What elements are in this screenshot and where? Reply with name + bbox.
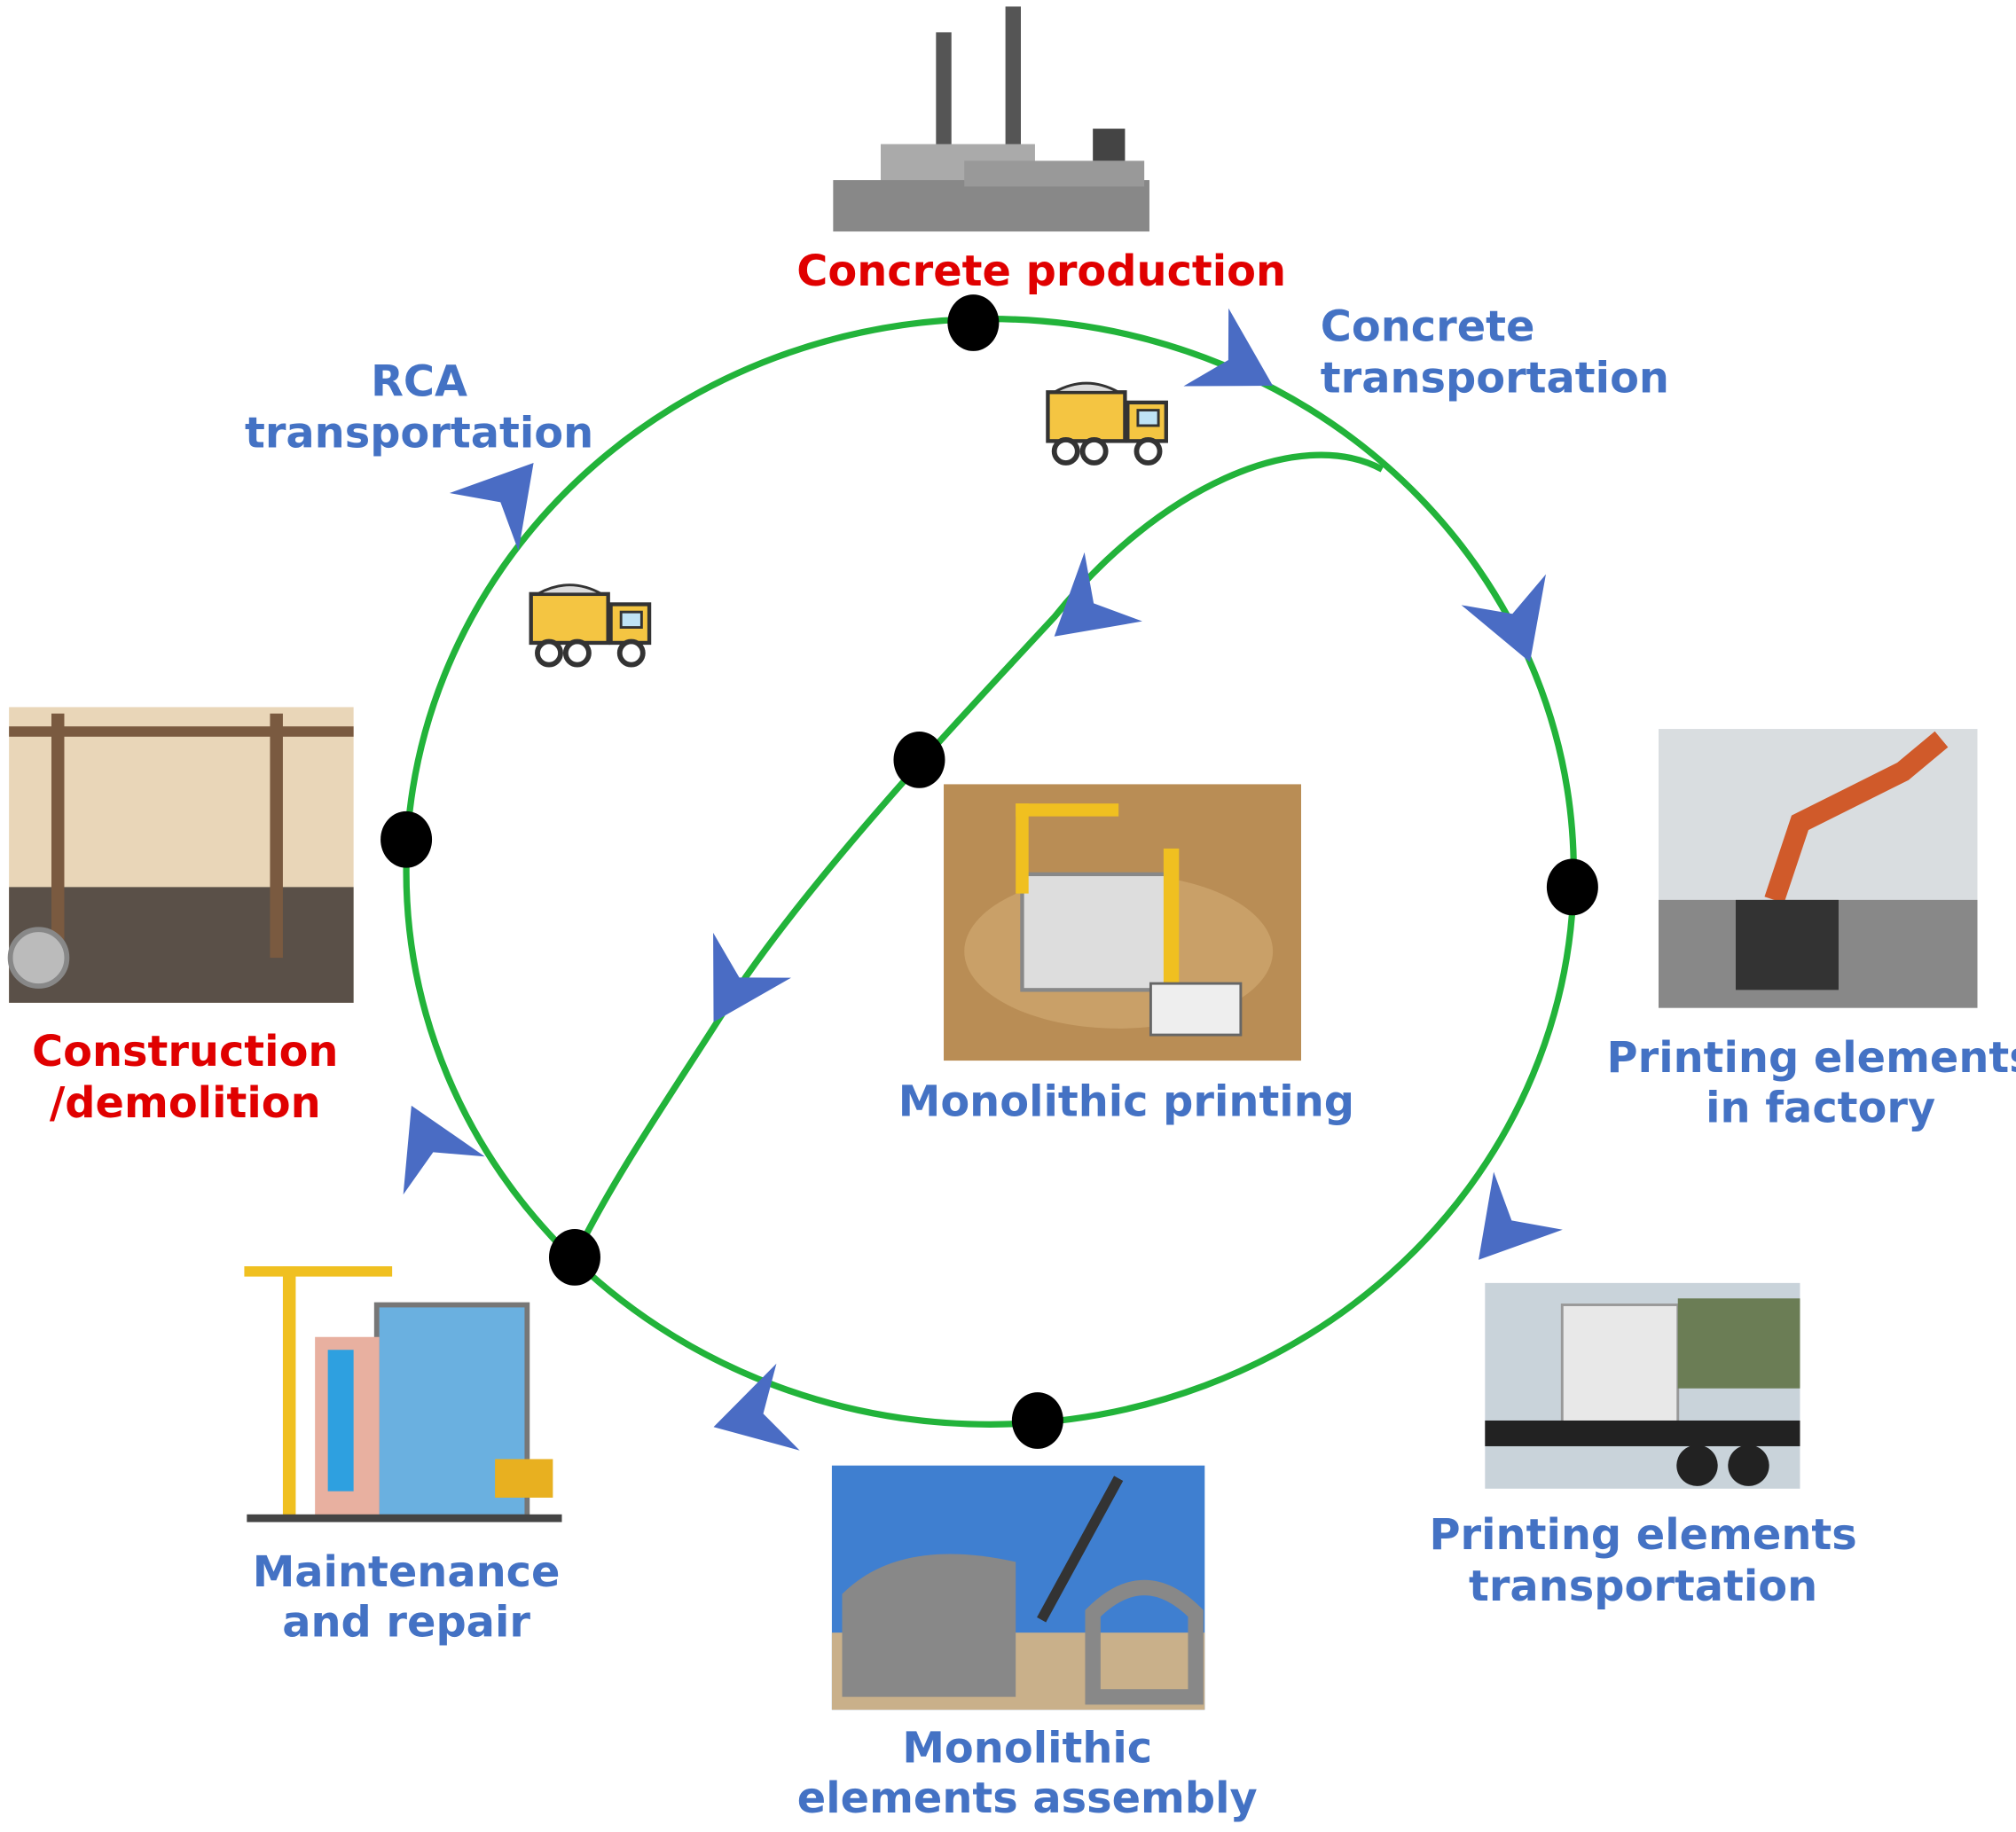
label-construction-1: Construction	[32, 1028, 339, 1076]
dump-truck-icon	[531, 585, 649, 665]
label-maintenance-2: and repair	[282, 1599, 530, 1648]
label-concrete-production: Concrete production	[796, 247, 1286, 296]
label-assembly-1: Monolithic	[902, 1725, 1152, 1773]
node-dots	[380, 294, 1598, 1449]
demolition-site-image	[7, 707, 354, 1003]
label-rca-2: transportation	[245, 410, 593, 458]
trailer-image	[1485, 1282, 1800, 1489]
robot-arm-image	[1659, 729, 1978, 1008]
assembly-crane-image	[831, 1465, 1205, 1711]
label-concrete-transportation-2: transportation	[1321, 354, 1669, 403]
label-construction-2: /demolition	[50, 1079, 321, 1128]
building-crane-image	[244, 1266, 562, 1523]
label-rca-1: RCA	[371, 358, 467, 407]
label-monolithic-printing: Monolithic printing	[898, 1077, 1354, 1126]
dump-truck-icon	[1047, 383, 1165, 463]
label-printing-transport-1: Printing elements	[1430, 1511, 1857, 1560]
factory-icon	[833, 6, 1149, 232]
label-assembly-2: elements assembly	[797, 1774, 1258, 1823]
label-factory-2: in factory	[1706, 1084, 1935, 1133]
label-concrete-transportation-1: Concrete	[1321, 302, 1535, 351]
3d-printer-image	[944, 784, 1302, 1061]
label-maintenance-1: Maintenance	[253, 1548, 561, 1597]
label-printing-transport-2: transportation	[1469, 1562, 1817, 1611]
label-factory-1: Printing elements	[1607, 1034, 2016, 1083]
